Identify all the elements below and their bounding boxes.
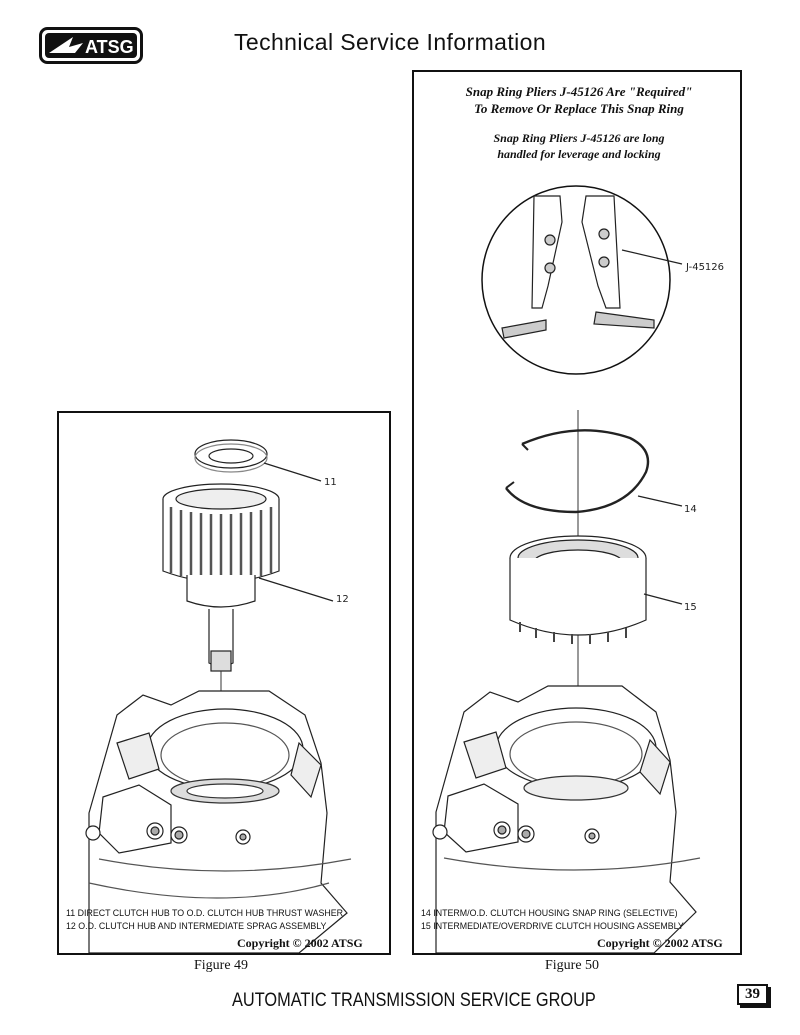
atsg-logo: ATSG <box>39 27 143 64</box>
figure-50-panel: Snap Ring Pliers J-45126 Are "Required" … <box>412 70 742 955</box>
callout-11: 11 <box>324 477 337 488</box>
tool-description-line-1: Snap Ring Pliers J-45126 are long <box>493 131 665 145</box>
caption-item-11: 11 DIRECT CLUTCH HUB TO O.D. CLUTCH HUB … <box>66 908 344 919</box>
page-number: 39 <box>737 984 768 1005</box>
footer-title: AUTOMATIC TRANSMISSION SERVICE GROUP <box>232 990 596 1011</box>
figure-49-copyright: Copyright © 2002 ATSG <box>237 936 363 950</box>
caption-item-14: 14 INTERM/O.D. CLUTCH HOUSING SNAP RING … <box>421 908 678 919</box>
tool-required-note-line-2: To Remove Or Replace This Snap Ring <box>474 101 684 116</box>
tool-description-note: Snap Ring Pliers J-45126 are long handle… <box>414 130 744 162</box>
logo-text: ATSG <box>85 37 134 57</box>
callout-14: 14 <box>684 504 697 515</box>
figure-50-label: Figure 50 <box>545 958 600 973</box>
callout-15: 15 <box>684 602 697 613</box>
figure-49-label: Figure 49 <box>194 958 249 973</box>
tool-description-line-2: handled for leverage and locking <box>497 147 661 161</box>
figure-50-captions: 14 INTERM/O.D. CLUTCH HOUSING SNAP RING … <box>421 907 684 933</box>
figure-50-copyright: Copyright © 2002 ATSG <box>597 936 723 950</box>
tool-callout-j45126: J-45126 <box>686 262 725 273</box>
callout-12: 12 <box>336 594 349 605</box>
figure-49-illustration <box>85 439 352 953</box>
figure-50-illustration <box>432 185 701 953</box>
tool-required-note-line-1: Snap Ring Pliers J-45126 Are "Required" <box>465 84 693 99</box>
figure-49-panel: 11 12 11 DIRECT CLUTCH HUB TO O.D. CLUTC… <box>57 411 391 955</box>
figure-49-captions: 11 DIRECT CLUTCH HUB TO O.D. CLUTCH HUB … <box>66 907 343 933</box>
caption-item-12: 12 O.D. CLUTCH HUB AND INTERMEDIATE SPRA… <box>66 921 327 932</box>
caption-item-15: 15 INTERMEDIATE/OVERDRIVE CLUTCH HOUSING… <box>421 921 684 932</box>
page-title: Technical Service Information <box>234 29 547 55</box>
tool-required-note: Snap Ring Pliers J-45126 Are "Required" … <box>414 83 744 117</box>
